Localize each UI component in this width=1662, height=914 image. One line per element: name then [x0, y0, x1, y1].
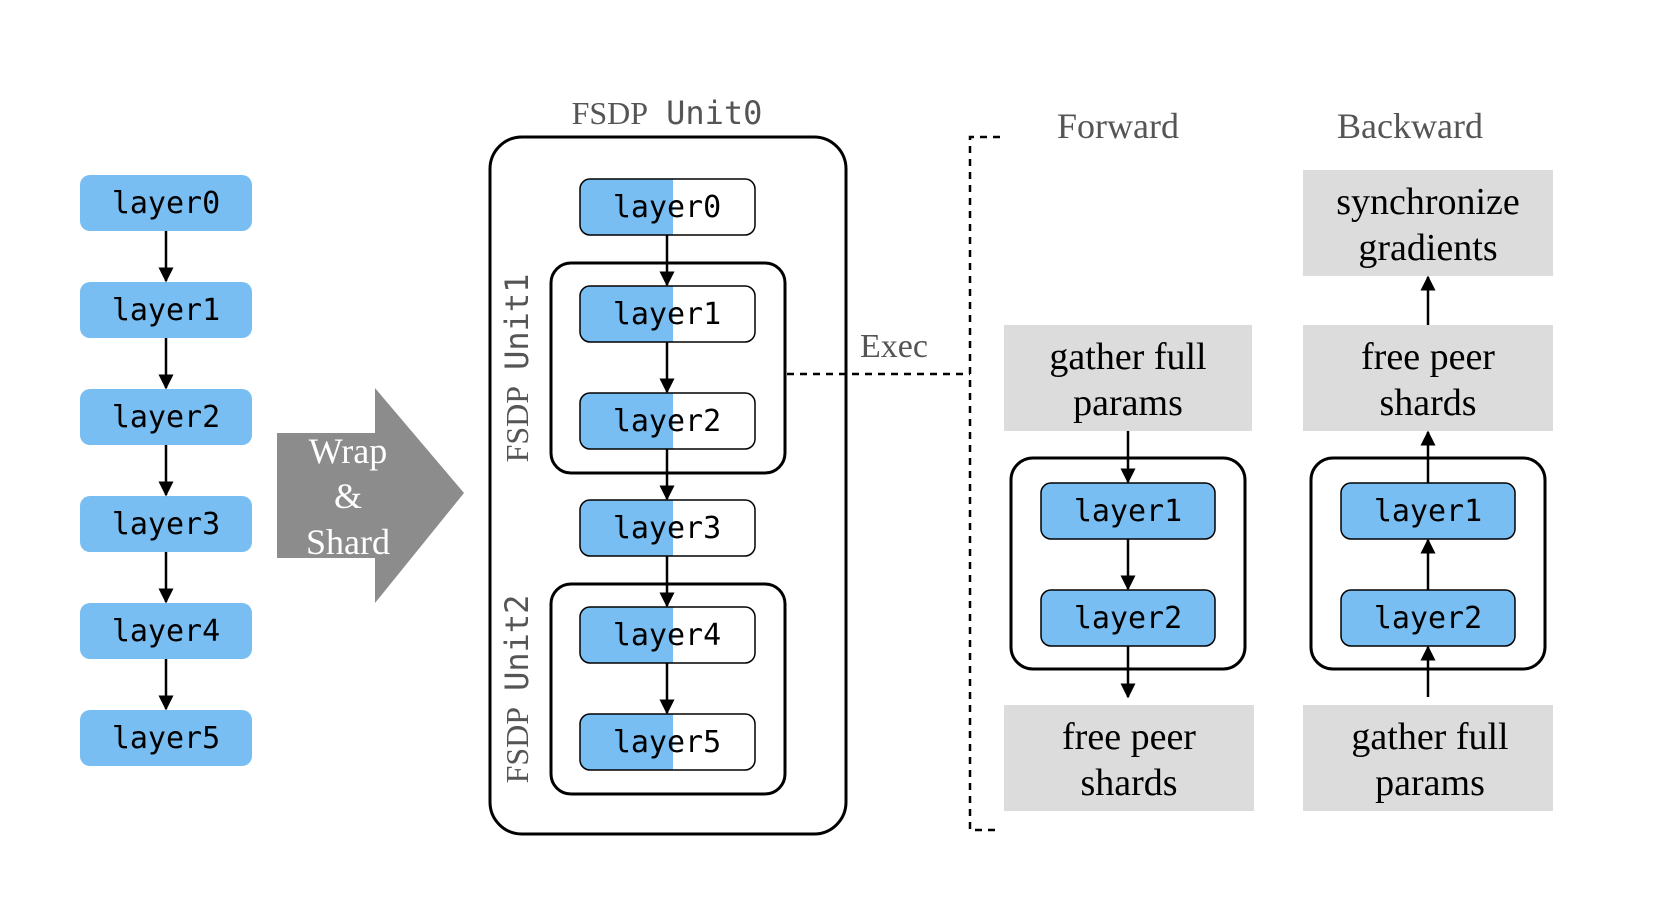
- forward-column: Forward gather full params layer1 layer2…: [1004, 106, 1254, 811]
- fsdp-unit0: FSDP Unit0 FSDP Unit1 FSDP Unit2 layer0 lay…: [488, 94, 848, 836]
- sharded-layer-3: layer3: [579, 499, 756, 557]
- exec-label: Exec: [860, 328, 928, 365]
- backward-free-shards-line-2: shards: [1379, 382, 1476, 424]
- wrap-shard-line-3: Shard: [306, 522, 390, 562]
- backward-layer-2: layer2: [1340, 589, 1516, 647]
- fsdp-unit2-prefix: FSDP: [499, 707, 535, 784]
- exec-bracket: [968, 135, 1000, 832]
- backward-free-shards: free peer shards: [1303, 325, 1553, 431]
- backward-sync-gradients-line-2: gradients: [1358, 227, 1497, 269]
- sharded-layer-0: layer0: [579, 178, 756, 236]
- fsdp-unit0-box: [488, 135, 848, 836]
- wrap-shard-line-1: Wrap: [309, 431, 388, 471]
- backward-column: Backward synchronize gradients free peer…: [1303, 106, 1553, 811]
- fsdp-unit0-title: FSDP Unit0: [572, 94, 763, 132]
- fsdp-unit2-label: FSDP Unit2: [498, 595, 536, 784]
- forward-header: Forward: [1057, 106, 1179, 146]
- original-layer-4: layer4: [80, 603, 252, 659]
- fsdp-unit1-prefix: FSDP: [499, 386, 535, 463]
- fsdp-unit1-name: Unit1: [498, 274, 536, 370]
- fsdp-unit0-prefix: FSDP: [572, 95, 649, 131]
- original-layer-5: layer5: [80, 710, 252, 766]
- sharded-layer-2-label: layer2: [613, 404, 721, 439]
- sharded-layer-1: layer1: [579, 285, 756, 343]
- backward-layer-2-label: layer2: [1374, 601, 1482, 636]
- original-layer-1: layer1: [80, 282, 252, 338]
- backward-gather-params-line-1: gather full: [1351, 716, 1508, 758]
- wrap-shard-line-2: &: [334, 476, 362, 516]
- backward-layer-1: layer1: [1340, 482, 1516, 540]
- backward-sync-gradients: synchronize gradients: [1303, 170, 1553, 276]
- original-model-stack: layer0 layer1 layer2 layer3 layer4 layer…: [80, 175, 252, 766]
- fsdp-unit2-name: Unit2: [498, 595, 536, 691]
- sharded-layer-1-label: layer1: [613, 297, 721, 332]
- original-layer-0-label: layer0: [112, 186, 220, 221]
- forward-layer-2: layer2: [1040, 589, 1216, 647]
- backward-gather-params-line-2: params: [1375, 762, 1485, 804]
- sharded-layer-5: layer5: [579, 713, 756, 771]
- sharded-layer-4: layer4: [579, 606, 756, 664]
- forward-layer-1: layer1: [1040, 482, 1216, 540]
- backward-layer-1-label: layer1: [1374, 494, 1482, 529]
- backward-header: Backward: [1337, 106, 1483, 146]
- forward-gather-params: gather full params: [1004, 325, 1252, 431]
- sharded-layer-2: layer2: [579, 392, 756, 450]
- sharded-layer-3-label: layer3: [613, 511, 721, 546]
- exec-connector: Exec: [787, 135, 1000, 832]
- original-layer-3-label: layer3: [112, 507, 220, 542]
- forward-layer-2-label: layer2: [1074, 601, 1182, 636]
- backward-sync-gradients-line-1: synchronize: [1336, 181, 1520, 223]
- wrap-shard-arrow: Wrap & Shard: [277, 388, 464, 603]
- original-layer-2: layer2: [80, 389, 252, 445]
- backward-free-shards-line-1: free peer: [1361, 336, 1495, 378]
- original-layer-4-label: layer4: [112, 614, 220, 649]
- original-layer-3: layer3: [80, 496, 252, 552]
- forward-free-shards: free peer shards: [1004, 705, 1254, 811]
- backward-gather-params: gather full params: [1303, 705, 1553, 811]
- fsdp-unit0-name: Unit0: [666, 94, 762, 132]
- original-layer-1-label: layer1: [112, 293, 220, 328]
- forward-free-shards-line-1: free peer: [1062, 716, 1196, 758]
- forward-layer-1-label: layer1: [1074, 494, 1182, 529]
- wrap-shard-arrow-shape: [277, 388, 464, 603]
- forward-free-shards-line-2: shards: [1080, 762, 1177, 804]
- original-layer-2-label: layer2: [112, 400, 220, 435]
- fsdp-unit1-label: FSDP Unit1: [498, 274, 536, 463]
- original-layer-0: layer0: [80, 175, 252, 231]
- sharded-layer-0-label: layer0: [613, 190, 721, 225]
- forward-gather-params-line-2: params: [1073, 382, 1183, 424]
- sharded-layer-5-label: layer5: [613, 725, 721, 760]
- forward-gather-params-line-1: gather full: [1049, 336, 1206, 378]
- sharded-layer-4-label: layer4: [613, 618, 721, 653]
- original-layer-5-label: layer5: [112, 721, 220, 756]
